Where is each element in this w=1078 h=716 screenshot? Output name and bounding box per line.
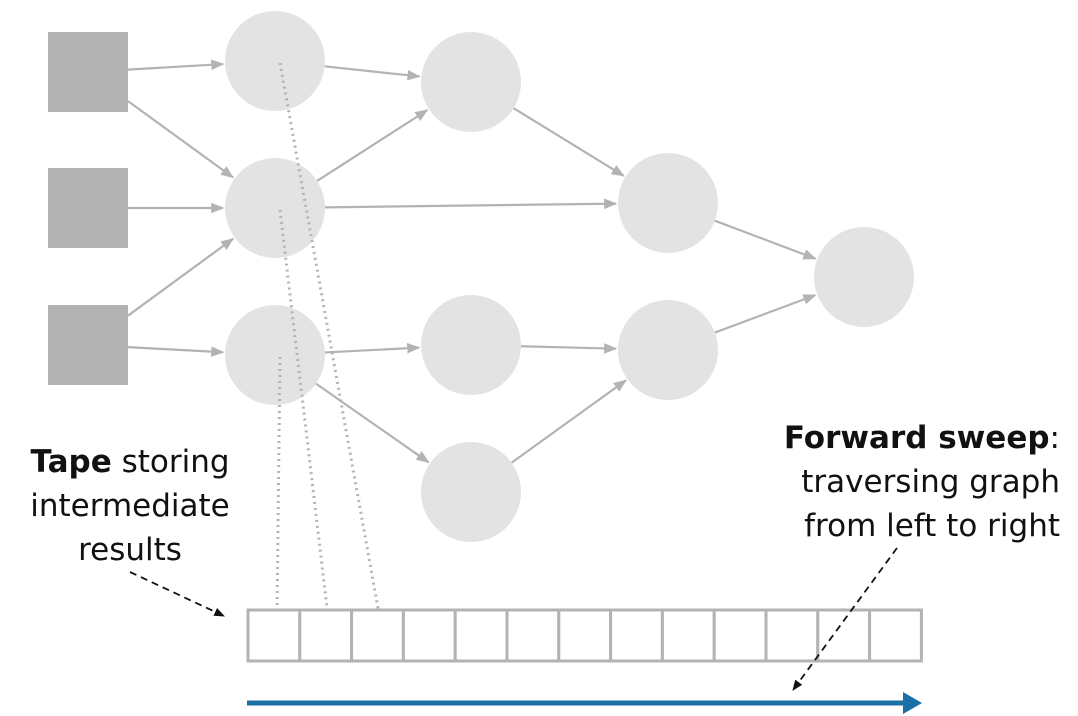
edge-in1-h1b: [127, 100, 235, 179]
edge-in1-h1a: [127, 59, 225, 71]
input-node-in3: [48, 305, 128, 385]
tape-label-rest: storing: [111, 444, 230, 480]
graph-edges: [127, 59, 817, 464]
tape-label: Tape storing intermediate results: [20, 440, 240, 572]
node-h1b: [225, 158, 325, 258]
edge-h1b-h3a: [324, 198, 618, 210]
tape-write-line-h1a: [278, 62, 382, 623]
edge-h1c-h2b: [324, 342, 421, 354]
edge-h2c-h3b: [510, 379, 627, 464]
tape-cell: [816, 608, 872, 663]
forward-sweep-label: Forward sweep: traversing graph from lef…: [770, 416, 1060, 548]
node-h2c: [421, 442, 521, 542]
tape-cell: [557, 608, 613, 663]
node-h2a: [421, 32, 521, 132]
tape-cell: [505, 608, 561, 663]
tape: [246, 608, 923, 663]
tape-cell: [660, 608, 716, 663]
forward-label-bold: Forward sweep: [783, 420, 1050, 456]
forward-label-line3: from left to right: [804, 508, 1060, 544]
node-h1a: [225, 11, 325, 111]
node-out: [814, 227, 914, 327]
annotations: [129, 547, 922, 714]
tape-cell: [298, 608, 354, 663]
node-h2b: [421, 295, 521, 395]
tape-cell: [453, 608, 509, 663]
sweep-pointer-arrow: [792, 547, 898, 691]
node-h3b: [618, 300, 718, 400]
tape-write-line-h1c: [275, 356, 282, 623]
tape-cell: [764, 608, 820, 663]
input-node-in1: [48, 32, 128, 112]
graph-nodes: [48, 11, 914, 542]
edge-h1a-h2a: [324, 65, 421, 81]
edge-in3-h1b: [127, 237, 235, 317]
forward-label-colon: :: [1049, 420, 1060, 456]
edge-h3b-out: [714, 294, 817, 334]
edge-h3a-out: [714, 219, 817, 260]
tape-cell: [609, 608, 664, 663]
tape-label-line2: intermediate: [30, 488, 230, 524]
forward-label-line2: traversing graph: [801, 464, 1060, 500]
tape-write-line-h1b: [278, 209, 331, 623]
edge-in3-h1c: [127, 346, 225, 357]
edge-h1b-h2a: [316, 109, 429, 182]
input-node-in2: [48, 168, 128, 248]
edge-h1c-h2c: [315, 382, 430, 464]
tape-pointer-arrow: [129, 571, 225, 617]
edge-h2b-h3b: [520, 343, 618, 354]
tape-cell: [712, 608, 768, 663]
tape-cell: [350, 608, 405, 663]
tape-label-bold: Tape: [30, 444, 112, 480]
tape-cell: [401, 608, 457, 663]
node-h1c: [225, 305, 325, 405]
tape-label-line3: results: [78, 532, 182, 568]
tape-cell: [246, 608, 302, 663]
edge-h2a-h3a: [513, 107, 625, 177]
forward-sweep-arrowhead: [903, 692, 922, 714]
tape-cell: [868, 608, 923, 663]
node-h3a: [618, 153, 718, 253]
